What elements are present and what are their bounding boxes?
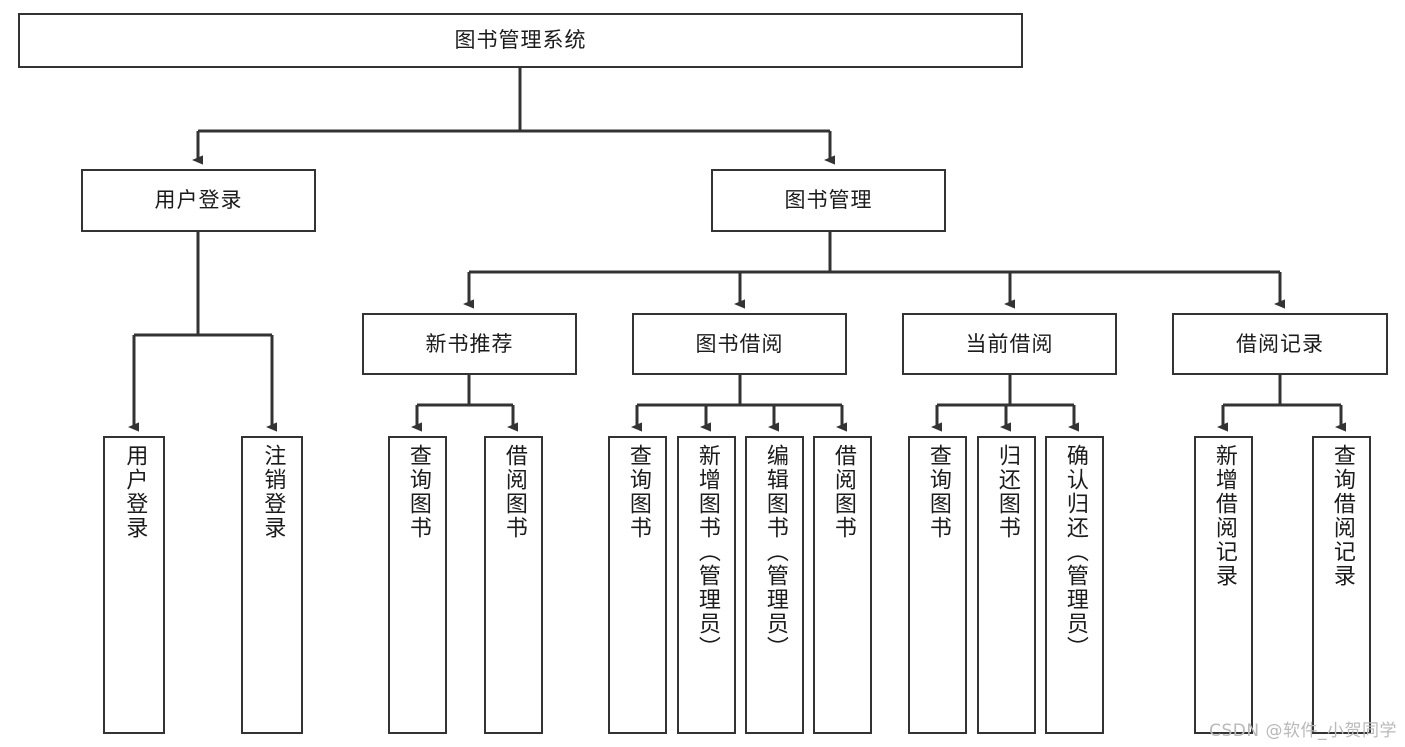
- node-leaf-record-add-record[interactable]: 新增借阅记录: [1194, 436, 1253, 734]
- node-new-book-recommend[interactable]: 新书推荐: [362, 313, 577, 375]
- node-label: 借阅记录: [1236, 331, 1324, 356]
- node-leaf-recommend-query-book[interactable]: 查询图书: [388, 436, 447, 734]
- node-label: 借阅图书: [501, 444, 527, 540]
- node-label: 图书借阅: [695, 331, 784, 356]
- node-leaf-borrow-edit-book-admin[interactable]: 编辑图书（管理员）: [745, 436, 804, 734]
- node-leaf-user-login[interactable]: 用户登录: [103, 436, 165, 734]
- node-label: 图书管理系统: [454, 28, 587, 53]
- node-label: 查询图书: [925, 444, 951, 540]
- node-leaf-borrow-add-book-admin[interactable]: 新增图书（管理员）: [677, 436, 736, 734]
- node-label: 新增图书（管理员）: [694, 444, 720, 660]
- node-leaf-borrow-borrow-book[interactable]: 借阅图书: [813, 436, 872, 734]
- node-leaf-borrow-query-book[interactable]: 查询图书: [608, 436, 667, 734]
- csdn-watermark: CSDN @软件_小贺同学: [1209, 721, 1397, 741]
- node-label: 确认归还（管理员）: [1062, 444, 1088, 660]
- node-label: 当前借阅: [965, 331, 1054, 356]
- node-current-borrow[interactable]: 当前借阅: [902, 313, 1117, 375]
- node-label: 归还图书: [994, 444, 1020, 540]
- node-leaf-current-query-book[interactable]: 查询图书: [908, 436, 967, 734]
- node-label: 查询图书: [405, 444, 431, 540]
- node-label: 用户登录: [122, 444, 148, 540]
- node-label: 借阅图书: [830, 444, 856, 540]
- node-leaf-logout-login[interactable]: 注销登录: [241, 436, 303, 734]
- node-label: 新增借阅记录: [1211, 444, 1237, 588]
- node-leaf-current-return-book[interactable]: 归还图书: [977, 436, 1036, 734]
- node-label: 用户登录: [154, 188, 243, 213]
- node-label: 查询图书: [625, 444, 651, 540]
- node-label: 新书推荐: [425, 331, 514, 356]
- node-borrow-record[interactable]: 借阅记录: [1172, 313, 1388, 375]
- node-leaf-recommend-borrow-book[interactable]: 借阅图书: [484, 436, 543, 734]
- node-user-login[interactable]: 用户登录: [81, 169, 316, 232]
- node-book-management[interactable]: 图书管理: [711, 169, 946, 232]
- node-leaf-current-confirm-return-admin[interactable]: 确认归还（管理员）: [1045, 436, 1104, 734]
- node-leaf-record-query-record[interactable]: 查询借阅记录: [1312, 436, 1371, 734]
- node-label: 查询借阅记录: [1329, 444, 1355, 588]
- node-label: 编辑图书（管理员）: [762, 444, 788, 660]
- node-root-system[interactable]: 图书管理系统: [18, 13, 1023, 68]
- node-label: 图书管理: [784, 188, 873, 213]
- node-label: 注销登录: [260, 444, 286, 540]
- node-book-borrow[interactable]: 图书借阅: [632, 313, 847, 375]
